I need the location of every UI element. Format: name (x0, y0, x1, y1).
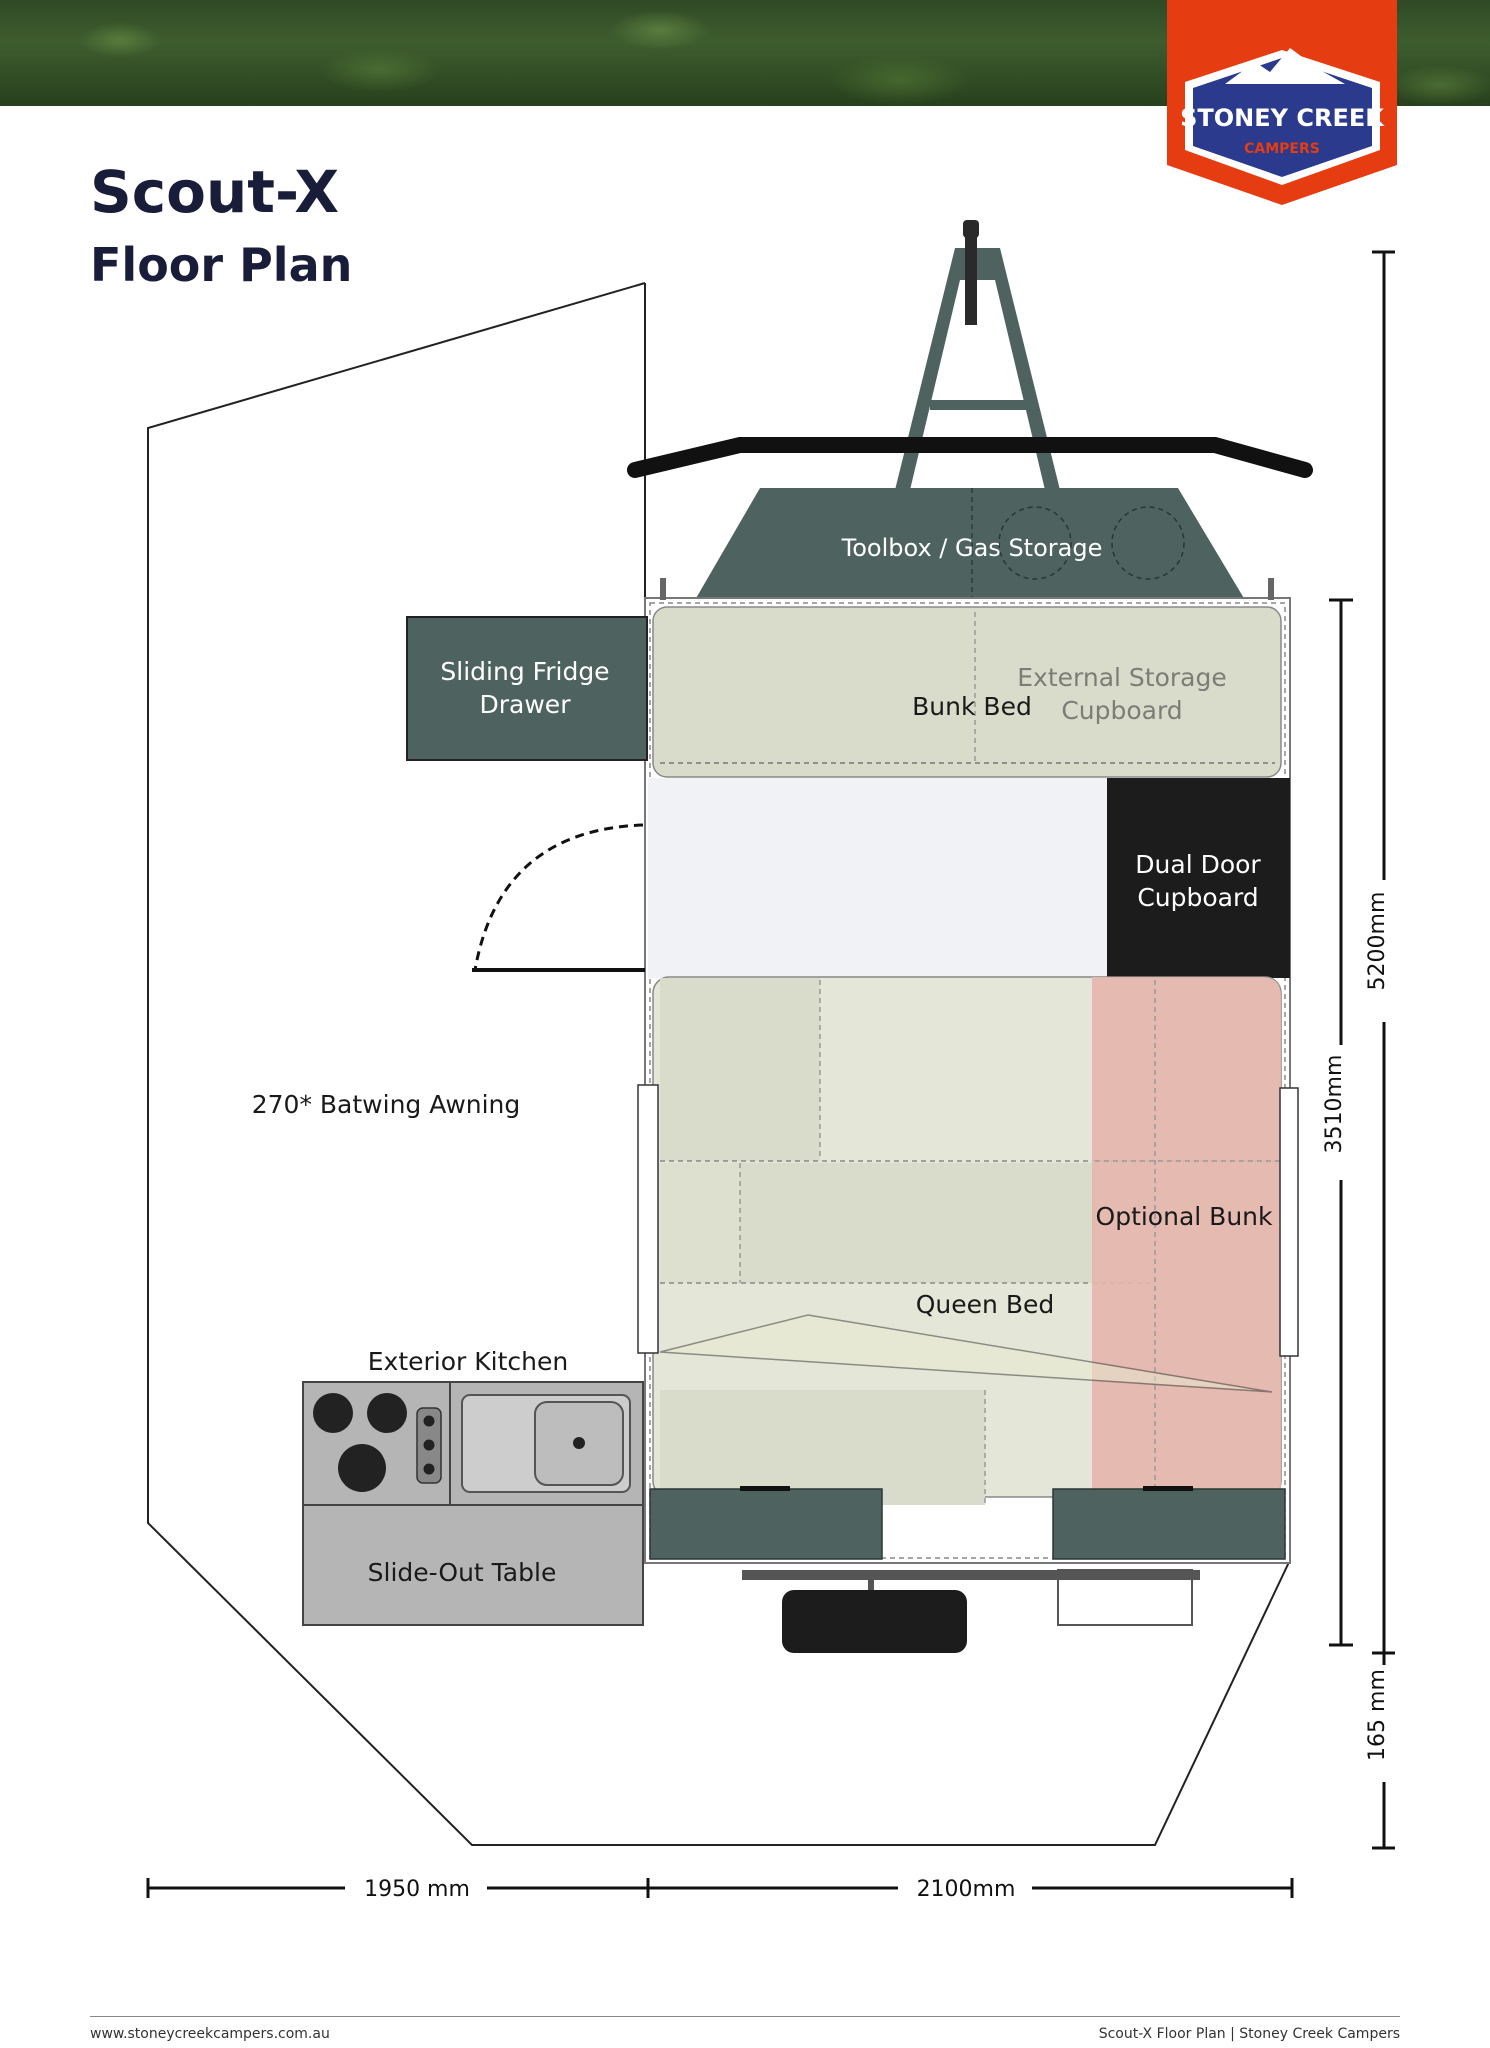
external-storage-label-1: External Storage (1017, 663, 1227, 692)
logo-brand-text: STONEY CREEK (1180, 104, 1385, 132)
sink-drain-icon (573, 1437, 585, 1449)
awning-outline (147, 282, 1291, 1846)
knob-icon (423, 1439, 435, 1451)
toolbox-gas-storage: Toolbox / Gas Storage (695, 488, 1245, 600)
dual-door-cupboard: Dual Door Cupboard (1107, 778, 1290, 978)
rear-storage-boxes (649, 1486, 1286, 1560)
burner-icon (338, 1444, 386, 1492)
page-subtitle: Floor Plan (90, 238, 353, 292)
dual-door-label-1: Dual Door (1135, 850, 1261, 879)
logo-sub-text: CAMPERS (1244, 141, 1320, 157)
fridge-label-2: Drawer (480, 690, 572, 719)
exterior-kitchen-label: Exterior Kitchen (368, 1347, 568, 1376)
toolbox-label: Toolbox / Gas Storage (841, 534, 1103, 562)
exterior-kitchen (302, 1381, 644, 1506)
dim-awning-width: 1950 mm (364, 1877, 470, 1902)
slide-out-table-label: Slide-Out Table (368, 1558, 557, 1587)
dim-body-width: 2100mm (917, 1877, 1016, 1902)
burner-icon (313, 1393, 353, 1433)
dim-body-length: 3510mm (1322, 1055, 1347, 1154)
awning-label: 270* Batwing Awning (252, 1090, 521, 1119)
optional-bunk-label: Optional Bunk (1096, 1202, 1273, 1231)
bunk-bed-label: Bunk Bed (912, 692, 1032, 721)
body-post-right (1268, 578, 1274, 600)
queen-bed-label: Queen Bed (916, 1290, 1054, 1319)
dimension-lines (146, 250, 1395, 1898)
fridge-label-1: Sliding Fridge (440, 657, 609, 686)
stoney-creek-logo: STONEY CREEK CAMPERS (1167, 0, 1397, 205)
sliding-fridge-drawer: Sliding Fridge Drawer (406, 616, 648, 761)
slide-out-table: Slide-Out Table (302, 1504, 644, 1626)
knob-icon (423, 1463, 435, 1475)
optional-bunk: Optional Bunk (1092, 977, 1281, 1497)
bunk-bed: Bunk Bed External Storage Cupboard (652, 606, 1282, 778)
dim-overall-length: 5200mm (1365, 892, 1390, 991)
door-swing (472, 823, 645, 972)
body-inner-outline (649, 602, 1286, 1559)
body-post-left (660, 578, 666, 600)
external-storage-label-2: Cupboard (1061, 696, 1182, 725)
window-left (637, 1084, 659, 1354)
page-title: Scout-X (90, 158, 340, 226)
footer-caption: Scout-X Floor Plan | Stoney Creek Camper… (1098, 2026, 1400, 2042)
burner-icon (367, 1393, 407, 1433)
footer-website-link[interactable]: www.stoneycreekcampers.com.au (90, 2026, 330, 2042)
awning-arm (659, 1314, 1273, 1393)
drawbar (627, 220, 1313, 490)
rear-fittings (742, 1569, 1200, 1653)
window-right (1279, 1087, 1299, 1357)
dim-rear-extension: 165 mm (1365, 1669, 1390, 1761)
knob-icon (423, 1415, 435, 1427)
aisle-floor (648, 778, 1108, 978)
footer-divider (90, 2016, 1400, 2017)
dual-door-label-2: Cupboard (1137, 883, 1258, 912)
